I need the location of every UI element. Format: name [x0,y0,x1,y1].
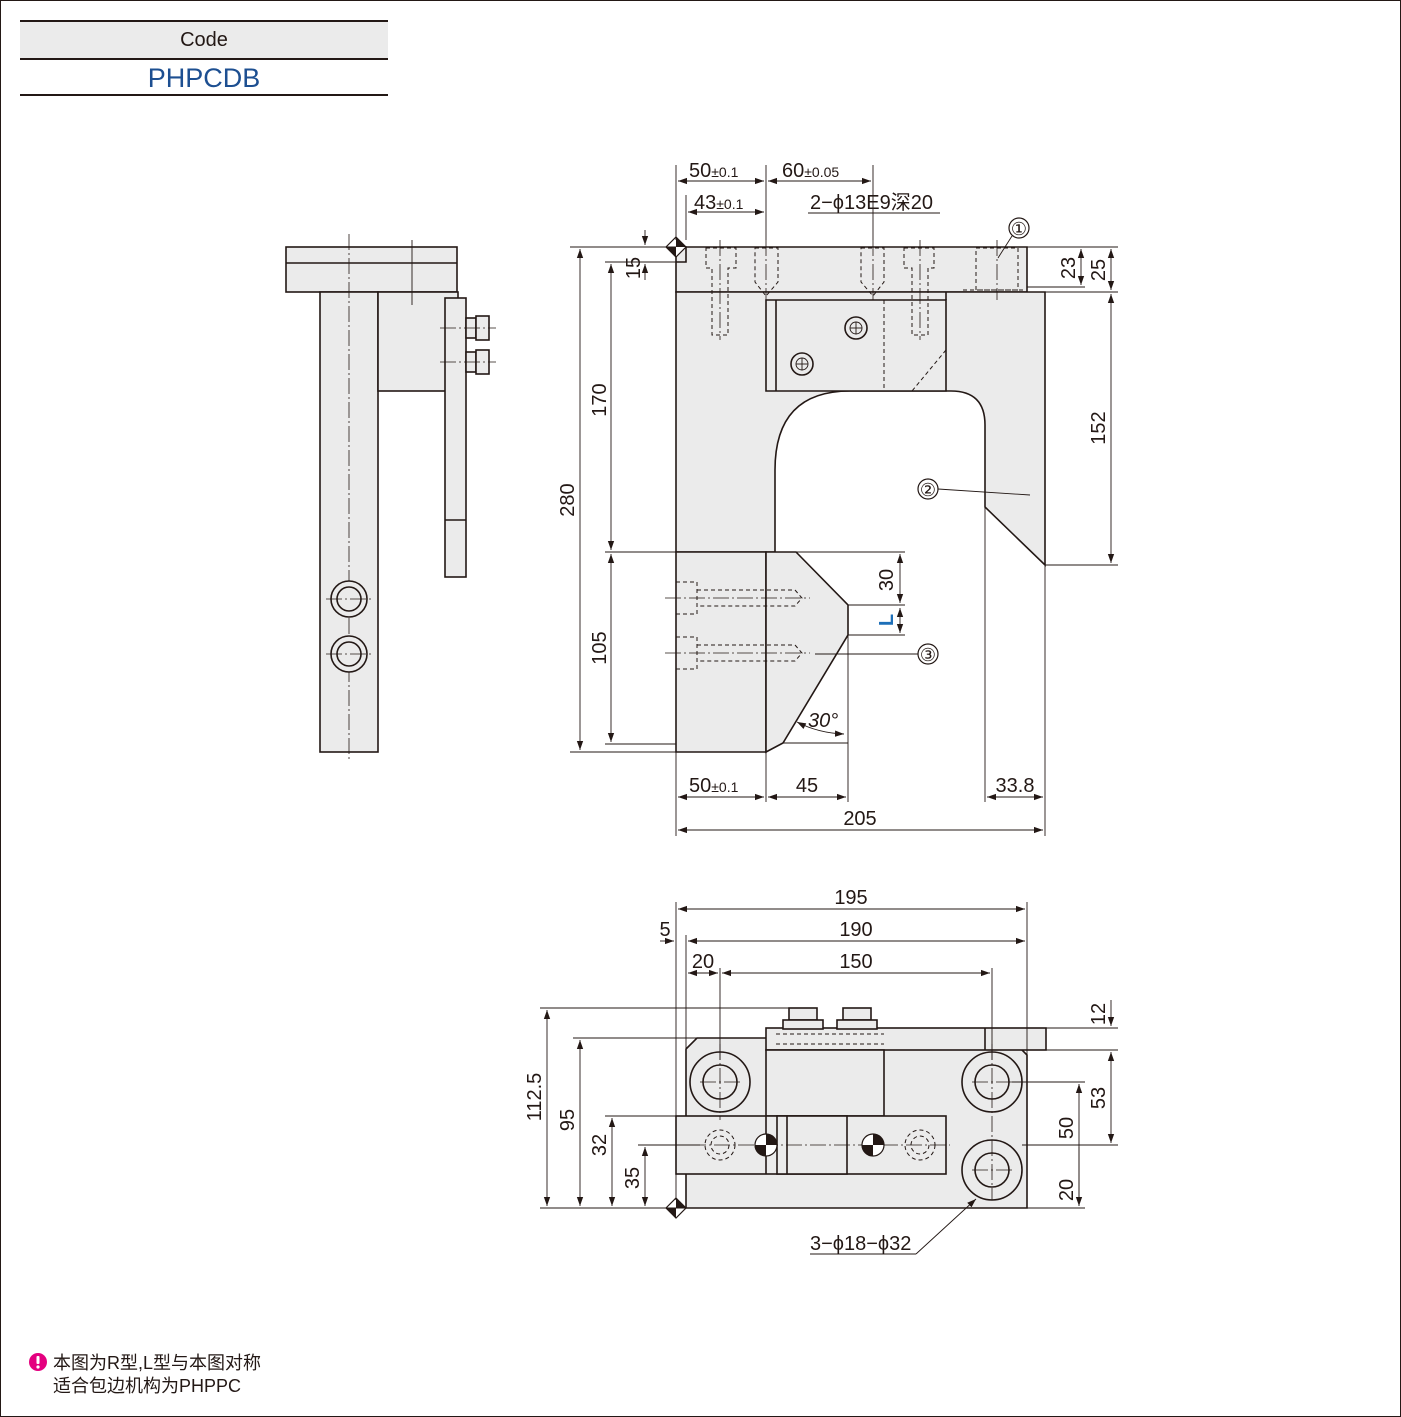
dim-35: 35 [622,1167,644,1189]
dim-25: 25 [1088,259,1110,281]
front-view: ① ② ③ 50±0.1 60±0.05 43±0.1 2−ϕ13E9深20 [557,160,1118,836]
side-slide-plate [444,297,467,578]
dim-32: 32 [589,1134,611,1156]
dim-20-top: 20 [692,951,714,973]
code-table: Code PHPCDB [20,20,388,96]
dim-50: 50 [1056,1117,1078,1139]
svg-text:①: ① [1011,219,1027,239]
dim-105: 105 [589,631,611,664]
dim-20-right: 20 [1056,1179,1078,1201]
top-bolt-2 [842,1007,872,1021]
balloon-3: ③ [815,643,939,665]
side-top-plate [285,246,458,293]
top-view: 195 190 5 20 150 112.5 95 32 35 12 53 50… [524,887,1118,1255]
dim-angle: 30° [808,710,838,732]
dim-top-60: 60±0.05 [782,160,839,182]
dim-195: 195 [834,887,867,909]
info-pin-icon [29,1353,47,1371]
dim-280: 280 [557,483,579,516]
dim-205: 205 [843,808,876,830]
front-top-plate [675,246,1028,293]
top-dowel-mark-1 [754,1133,778,1157]
dim-top-50: 50±0.1 [689,160,739,182]
dim-30: 30 [876,569,898,591]
dim-95: 95 [557,1109,579,1131]
code-header: Code [20,20,388,60]
top-dowel-mark-2 [861,1133,885,1157]
balloon-1: ① [997,217,1030,259]
dim-190: 190 [839,919,872,941]
dim-23: 23 [1058,257,1080,279]
dim-bottom-50: 50±0.1 [689,775,739,797]
side-view [285,234,496,762]
svg-text:②: ② [920,480,936,500]
dim-33-8: 33.8 [996,775,1035,797]
note-line-1: 本图为R型,L型与本图对称 [28,1352,261,1375]
code-value[interactable]: PHPCDB [20,60,388,96]
dim-150: 150 [839,951,872,973]
front-lower-column [675,551,767,753]
notes: 本图为R型,L型与本图对称 适合包边机构为PHPPC [28,1352,261,1398]
svg-text:③: ③ [920,645,936,665]
dim-12: 12 [1088,1003,1110,1025]
front-mount-block [765,299,947,392]
top-nut-2 [836,1019,878,1030]
dim-hole-callout-top: 3−ϕ18−ϕ32 [810,1233,911,1255]
top-slide-rail [765,1027,1047,1051]
top-bolt-1 [788,1007,818,1021]
dim-top-43: 43±0.1 [694,192,744,214]
dim-45: 45 [796,775,818,797]
balloon-2: ② [917,478,1031,500]
top-block [765,1049,885,1117]
dim-53: 53 [1088,1087,1110,1109]
dim-hole-callout: 2−ϕ13E9深20 [810,191,933,214]
dim-170: 170 [589,383,611,416]
dim-l: L [876,614,898,626]
dim-112-5: 112.5 [524,1073,546,1122]
top-nut-1 [782,1019,824,1030]
dim-152: 152 [1088,411,1110,444]
note-line-2: 适合包边机构为PHPPC [53,1376,242,1396]
dim-5: 5 [659,919,670,941]
dim-15: 15 [623,257,645,279]
